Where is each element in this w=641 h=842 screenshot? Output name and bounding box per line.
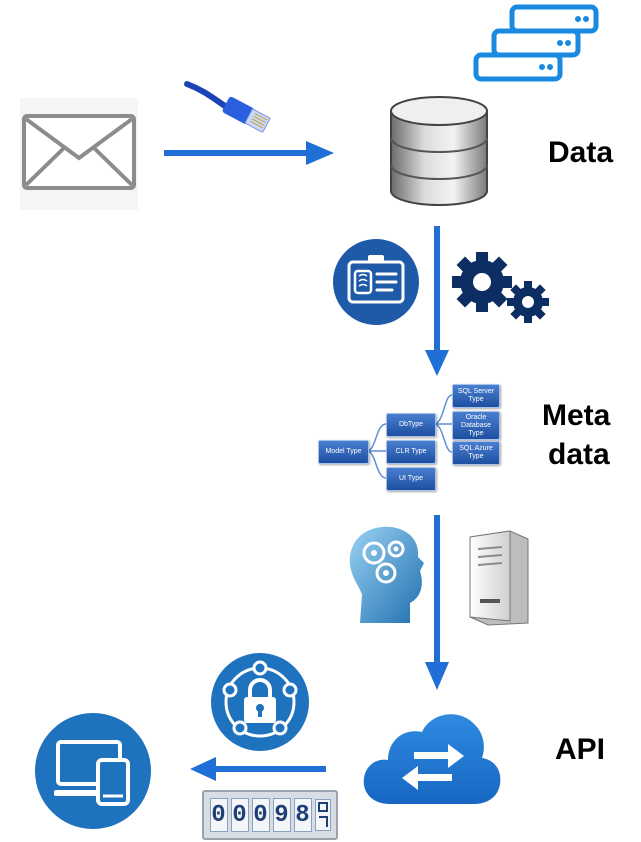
label-data-2: data	[548, 438, 610, 471]
counter-digit: 0	[230, 798, 249, 832]
label-data: Data	[548, 136, 614, 169]
ai-head-gears-icon	[349, 526, 424, 623]
lock-network-icon	[211, 653, 309, 751]
tree-node-clr-type: CLR Type	[386, 440, 436, 464]
devices-icon	[35, 713, 151, 829]
tree-node-sql-azure-type: SQL Azure Type	[452, 441, 500, 465]
database-icon	[390, 96, 488, 206]
arrow-metadata-to-api	[425, 515, 449, 690]
counter-rolling-digit-icon	[314, 799, 331, 831]
counter-digit: 0	[209, 798, 228, 832]
tree-node-dbtype: DbType	[386, 413, 436, 437]
tree-node-ui-type: UI Type	[386, 467, 436, 491]
arrow-api-to-devices	[190, 757, 326, 781]
counter-icon: 0 0 0 9 8	[202, 790, 338, 840]
tree-node-model-type: Model Type	[318, 440, 369, 464]
tree-node-oracle-database-type: Oracle Database Type	[452, 411, 500, 440]
type-tree-connectors	[366, 394, 453, 479]
label-meta: Meta	[542, 399, 611, 432]
cloud-transfer-icon	[363, 714, 501, 804]
counter-digit: 0	[251, 798, 270, 832]
counter-digit: 8	[293, 798, 312, 832]
gears-icon	[452, 252, 549, 323]
tower-server-icon	[469, 530, 529, 626]
arrow-mail-to-data	[164, 141, 334, 165]
id-badge-icon	[333, 239, 419, 325]
label-api: API	[555, 733, 606, 766]
arrow-data-to-metadata	[425, 226, 449, 376]
counter-digit: 9	[272, 798, 291, 832]
server-stack-icon	[473, 4, 599, 82]
tree-node-sql-server-type: SQL Server Type	[452, 384, 500, 408]
envelope-icon	[20, 98, 138, 210]
type-tree-diagram: Model Type DbType CLR Type UI Type SQL S…	[312, 380, 508, 492]
ethernet-cable-icon	[184, 81, 271, 133]
